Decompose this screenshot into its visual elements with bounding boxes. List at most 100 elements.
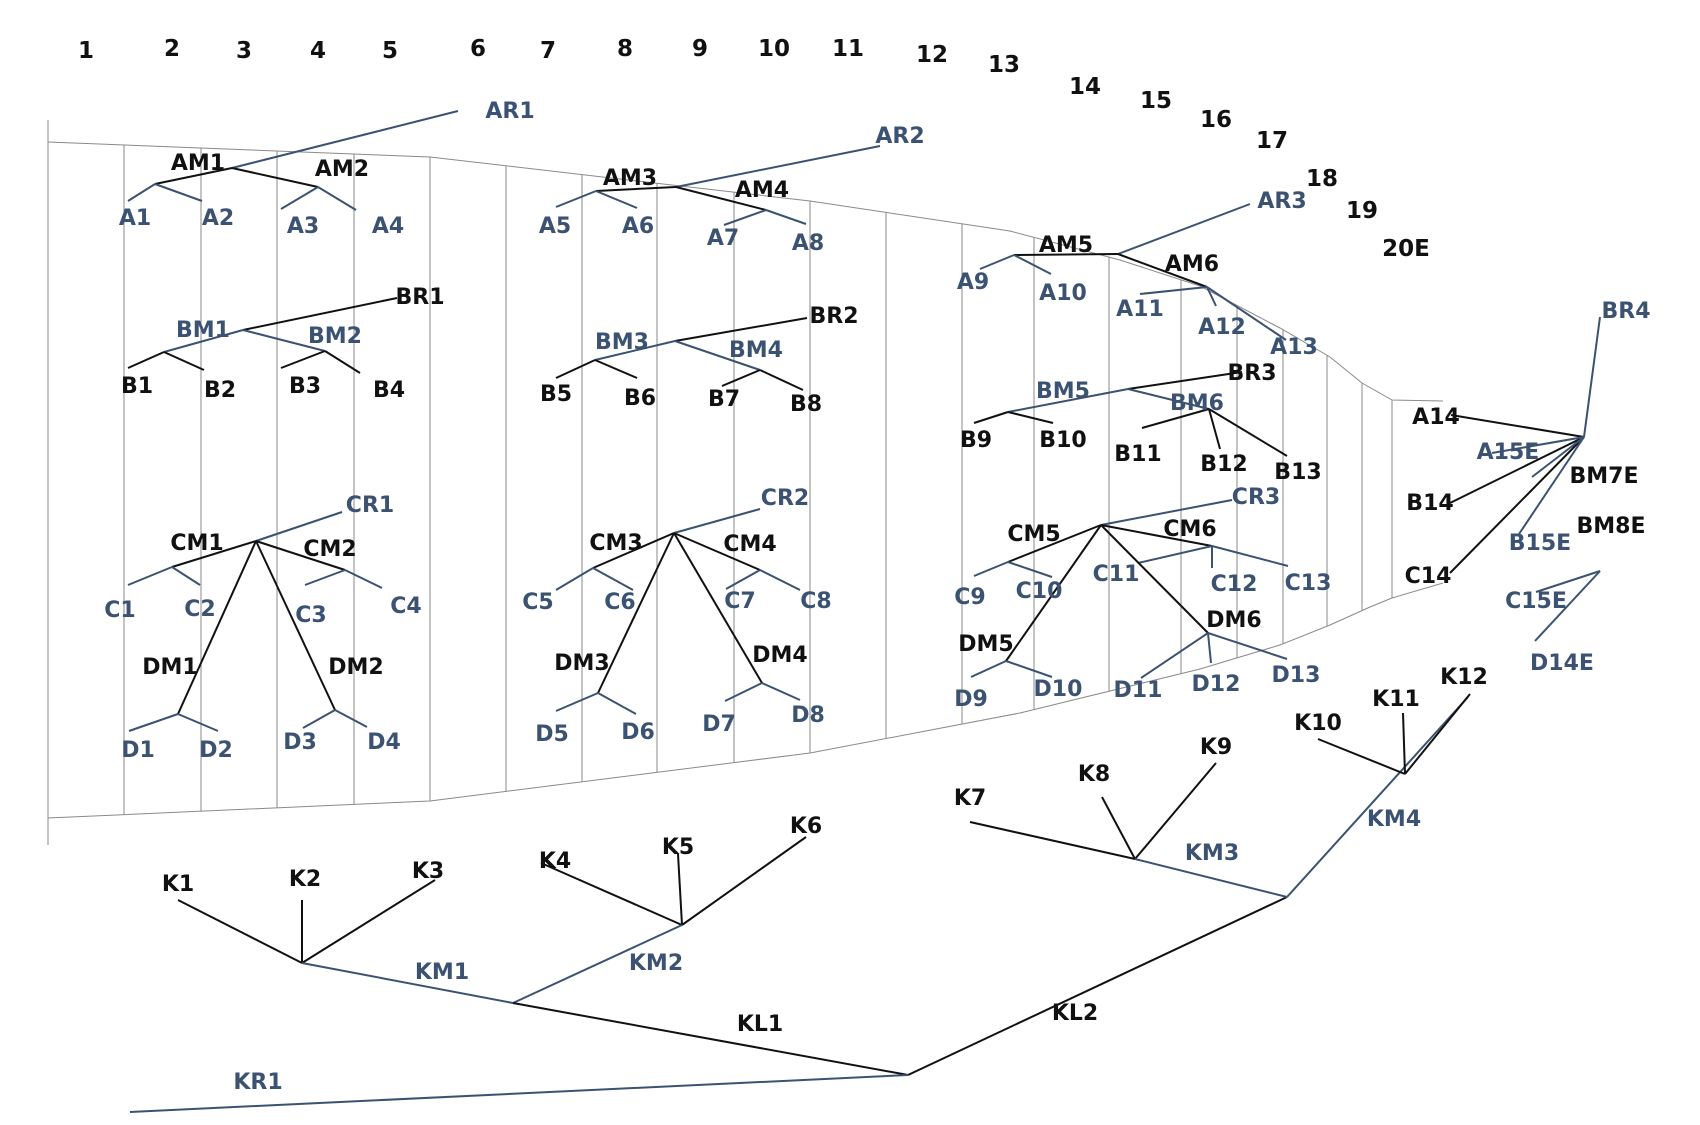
tree-edge-black bbox=[594, 359, 638, 379]
tree-edge-blue bbox=[555, 190, 597, 208]
node-label-bm6: BM6 bbox=[1170, 391, 1224, 416]
tree-edge-blue bbox=[1207, 632, 1288, 660]
tree-edge-blue bbox=[1211, 545, 1289, 567]
tree-edge-blue bbox=[177, 713, 219, 732]
node-label-b10: B10 bbox=[1039, 428, 1086, 453]
node-label-k9: K9 bbox=[1200, 735, 1232, 760]
node-label-k11: K11 bbox=[1372, 687, 1420, 712]
tree-edge-black bbox=[231, 167, 319, 188]
tree-edge-blue bbox=[765, 209, 807, 225]
column-number: 13 bbox=[988, 52, 1020, 78]
node-label-c14: C14 bbox=[1405, 564, 1452, 589]
tree-edge-black bbox=[597, 532, 675, 694]
tree-edge-black bbox=[969, 821, 1136, 860]
tree-edge-blue bbox=[1534, 570, 1601, 642]
column-number: 11 bbox=[832, 36, 864, 62]
column-number: 1 bbox=[78, 38, 94, 64]
tree-edge-black bbox=[1127, 371, 1243, 390]
node-label-k5: K5 bbox=[662, 835, 694, 860]
tree-edge-blue bbox=[1137, 545, 1213, 564]
tree-edge-black bbox=[675, 186, 767, 211]
node-label-d12: D12 bbox=[1192, 672, 1241, 697]
column-number: 20E bbox=[1382, 236, 1430, 262]
node-label-a11: A11 bbox=[1116, 297, 1164, 322]
node-label-k6: K6 bbox=[790, 814, 822, 839]
node-label-d2: D2 bbox=[199, 738, 233, 763]
node-label-bm3: BM3 bbox=[595, 330, 649, 355]
tree-edge-black bbox=[595, 186, 677, 192]
tree-edge-blue bbox=[555, 567, 594, 591]
node-label-d11: D11 bbox=[1114, 678, 1163, 703]
tree-edge-blue bbox=[1206, 286, 1287, 341]
tree-edge-black bbox=[1449, 436, 1585, 504]
node-label-bm2: BM2 bbox=[308, 324, 362, 349]
tree-edge-black bbox=[673, 532, 761, 571]
tree-edge-blue bbox=[127, 183, 156, 202]
node-label-b7: B7 bbox=[708, 387, 740, 412]
column-number: 18 bbox=[1306, 166, 1338, 192]
node-label-bm1: BM1 bbox=[176, 318, 230, 343]
node-label-a4: A4 bbox=[372, 214, 404, 239]
node-label-br4: BR4 bbox=[1601, 299, 1650, 324]
node-label-bm8e: BM8E bbox=[1577, 514, 1646, 539]
tree-edge-black bbox=[1208, 408, 1221, 450]
column-number: 16 bbox=[1200, 107, 1232, 133]
node-label-km4: KM4 bbox=[1367, 807, 1421, 832]
tree-edge-black bbox=[1100, 524, 1213, 547]
node-label-c13: C13 bbox=[1285, 571, 1332, 596]
tree-edge-blue bbox=[1007, 561, 1053, 578]
tree-edge-blue bbox=[154, 183, 203, 202]
node-label-dm2: DM2 bbox=[328, 655, 383, 680]
node-label-b8: B8 bbox=[790, 392, 822, 417]
tree-edge-blue bbox=[1117, 203, 1251, 255]
tree-edge-blue bbox=[1140, 632, 1209, 679]
column-number: 2 bbox=[164, 36, 180, 62]
tree-edge-black bbox=[177, 899, 303, 964]
node-label-a12: A12 bbox=[1198, 315, 1246, 340]
tree-edge-black bbox=[907, 896, 1288, 1076]
node-label-b11: B11 bbox=[1114, 442, 1161, 467]
tree-edge-blue bbox=[302, 709, 336, 729]
node-label-c8: C8 bbox=[800, 589, 831, 614]
node-label-d13: D13 bbox=[1272, 663, 1321, 688]
node-label-c6: C6 bbox=[604, 590, 635, 615]
tree-edge-blue bbox=[674, 340, 761, 371]
node-label-c3: C3 bbox=[295, 603, 326, 628]
node-label-b6: B6 bbox=[624, 386, 656, 411]
node-label-am3: AM3 bbox=[603, 166, 657, 191]
node-label-cm4: CM4 bbox=[723, 532, 776, 557]
tree-edge-black bbox=[1404, 693, 1471, 775]
node-label-a7: A7 bbox=[707, 226, 739, 251]
tree-edge-blue bbox=[304, 569, 346, 586]
node-label-c9: C9 bbox=[954, 585, 985, 610]
node-label-d14e: D14E bbox=[1530, 651, 1594, 676]
node-label-a15e: A15E bbox=[1477, 440, 1540, 465]
column-number: 9 bbox=[692, 36, 708, 62]
tree-edge-blue bbox=[1007, 388, 1129, 413]
tree-edge-black bbox=[1100, 524, 1209, 634]
tree-edge-blue bbox=[171, 566, 201, 586]
node-label-a3: A3 bbox=[287, 214, 319, 239]
tree-edge-black bbox=[324, 350, 361, 374]
tree-edge-black bbox=[280, 350, 326, 369]
node-label-kl2: KL2 bbox=[1052, 1001, 1098, 1026]
tree-edge-blue bbox=[334, 709, 368, 728]
tree-edge-blue bbox=[1013, 254, 1052, 275]
tree-edge-blue bbox=[973, 561, 1009, 577]
column-number: 14 bbox=[1069, 74, 1101, 100]
tree-edge-blue bbox=[255, 511, 343, 542]
column-number: 17 bbox=[1256, 128, 1288, 154]
tree-edge-blue bbox=[301, 962, 514, 1004]
node-label-ar3: AR3 bbox=[1257, 189, 1306, 214]
node-label-c5: C5 bbox=[522, 590, 553, 615]
column-number: 15 bbox=[1140, 88, 1172, 114]
tree-edge-black bbox=[721, 369, 761, 387]
node-label-bm4: BM4 bbox=[729, 338, 783, 363]
node-label-d10: D10 bbox=[1034, 677, 1083, 702]
tree-edge-blue bbox=[1100, 499, 1233, 526]
column-number: 5 bbox=[382, 38, 398, 64]
tree-edge-blue bbox=[163, 329, 244, 353]
node-label-c15e: C15E bbox=[1505, 589, 1567, 614]
envelope-bottom-curve bbox=[47, 582, 1444, 819]
